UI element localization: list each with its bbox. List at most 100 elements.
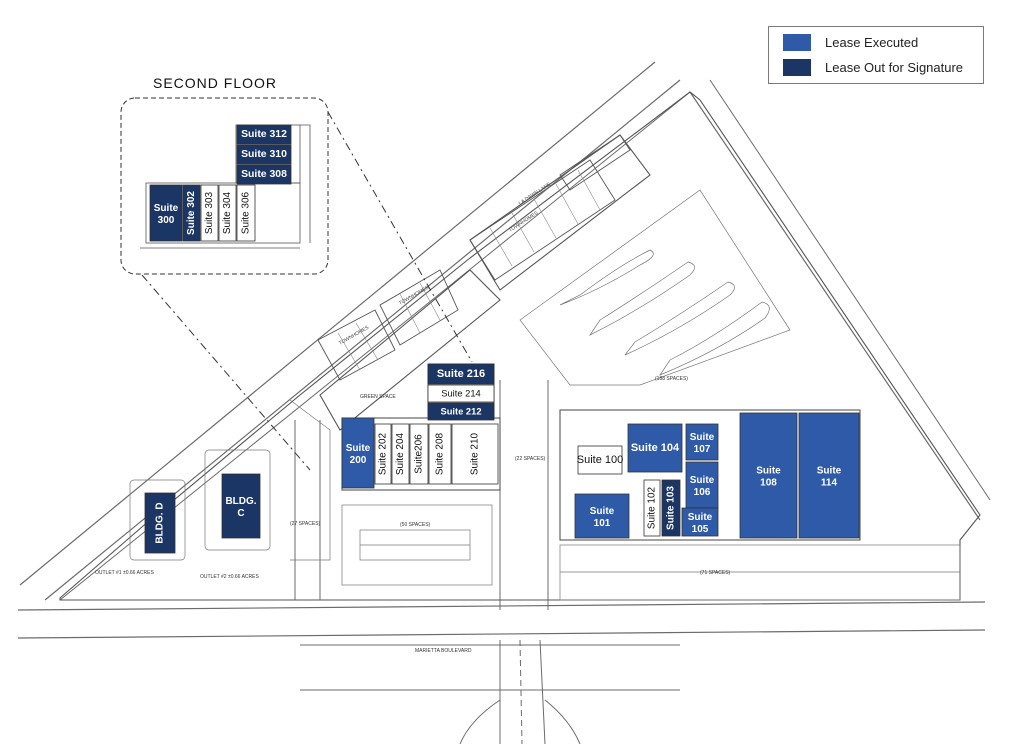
- suite-label: Suite 302: [186, 191, 197, 235]
- suite-shape[interactable]: [681, 507, 719, 537]
- suite-label: Suite 100: [577, 454, 623, 466]
- suite-label: Suite: [688, 512, 713, 523]
- suite-shape[interactable]: [451, 423, 499, 485]
- suite-label: 200: [350, 455, 367, 466]
- suite-label: Suite 202: [378, 432, 389, 475]
- suite-label: C: [237, 508, 244, 519]
- suite-202[interactable]: Suite 202: [374, 423, 392, 485]
- suite-shape[interactable]: [144, 492, 176, 554]
- suite-label: Suite: [690, 432, 715, 443]
- townhomes-label-1: TOWNHOMES: [338, 324, 371, 346]
- suite-210[interactable]: Suite 210: [451, 423, 499, 485]
- suite-308[interactable]: Suite 308: [236, 164, 292, 185]
- suite-label: Suite 216: [437, 368, 485, 380]
- suite-shape[interactable]: [685, 461, 719, 509]
- suite-shape[interactable]: [182, 184, 201, 242]
- suite-label: Suite 304: [222, 191, 233, 234]
- suite-shape[interactable]: [409, 423, 429, 485]
- parking-south-right: [559, 544, 961, 601]
- suite-206[interactable]: Suite206: [409, 423, 429, 485]
- suite-204[interactable]: Suite 204: [391, 423, 410, 485]
- suite-216[interactable]: Suite 216: [427, 363, 495, 385]
- legend-row-executed: Lease Executed: [783, 34, 918, 51]
- suite-shape[interactable]: [427, 384, 495, 403]
- suite-bldgD[interactable]: BLDG. D: [144, 492, 176, 554]
- legend-row-out-for-signature: Lease Out for Signature: [783, 59, 963, 76]
- suite-shape[interactable]: [661, 479, 681, 537]
- suite-208[interactable]: Suite 208: [428, 423, 452, 485]
- suite-label: 106: [694, 487, 711, 498]
- suite-306[interactable]: Suite 306: [236, 184, 256, 242]
- suite-302[interactable]: Suite 302: [182, 184, 201, 242]
- suite-214[interactable]: Suite 214: [427, 384, 495, 403]
- suite-104[interactable]: Suite 104: [627, 423, 683, 473]
- suite-label: 108: [760, 478, 777, 489]
- parking-south-center: [341, 504, 493, 586]
- suite-label: Suite 214: [441, 389, 480, 399]
- second-floor-title: SECOND FLOOR: [153, 75, 278, 91]
- suite-103[interactable]: Suite 103: [661, 479, 681, 537]
- suite-304[interactable]: Suite 304: [218, 184, 237, 242]
- suite-shape[interactable]: [427, 402, 495, 421]
- suite-label: Suite 204: [395, 432, 406, 475]
- suite-shape[interactable]: [577, 445, 623, 475]
- suite-label: Suite: [590, 506, 615, 517]
- green-space-label: GREEN SPACE: [360, 394, 396, 400]
- suite-shape[interactable]: [427, 363, 495, 385]
- la-dawn-label: LA DAWN LANE: [518, 181, 553, 206]
- parking-50-label: (50 SPACES): [400, 522, 431, 528]
- suite-label: Suite: [346, 443, 371, 454]
- suite-shape[interactable]: [685, 423, 719, 461]
- suite-bldgC[interactable]: BLDG.C: [221, 473, 261, 539]
- legend-swatch-executed: [783, 34, 811, 51]
- parking-north: [519, 189, 791, 386]
- suite-shape[interactable]: [391, 423, 410, 485]
- suite-shape[interactable]: [374, 423, 392, 485]
- suite-312[interactable]: Suite 312: [236, 124, 292, 145]
- legend: Lease Executed Lease Out for Signature: [768, 26, 984, 84]
- suite-shape[interactable]: [428, 423, 452, 485]
- suite-shape[interactable]: [236, 184, 256, 242]
- suite-shape[interactable]: [341, 417, 375, 489]
- marietta-label: MARIETTA BOULEVARD: [415, 648, 472, 654]
- suite-label: BLDG. D: [155, 502, 166, 543]
- suite-label: Suite 210: [470, 432, 481, 475]
- suite-shape[interactable]: [643, 479, 661, 537]
- suite-label: Suite 103: [666, 486, 677, 530]
- suite-shape[interactable]: [200, 184, 219, 242]
- suite-label: Suite: [756, 466, 781, 477]
- suite-label: Suite 104: [631, 442, 680, 454]
- suite-shape[interactable]: [798, 412, 860, 539]
- suite-shape[interactable]: [218, 184, 237, 242]
- suite-shape[interactable]: [574, 493, 630, 539]
- suite-shape[interactable]: [236, 124, 292, 145]
- suite-shape[interactable]: [149, 184, 183, 242]
- suite-shape[interactable]: [236, 144, 292, 165]
- suite-102[interactable]: Suite 102: [643, 479, 661, 537]
- suite-label: Suite 303: [204, 191, 215, 234]
- parking-27-label: (27 SPACES): [290, 521, 321, 527]
- suite-shape[interactable]: [627, 423, 683, 473]
- suite-303[interactable]: Suite 303: [200, 184, 219, 242]
- suite-shape[interactable]: [236, 164, 292, 185]
- suite-label: Suite206: [414, 434, 425, 474]
- suite-100[interactable]: Suite 100: [577, 445, 623, 475]
- suite-212[interactable]: Suite 212: [427, 402, 495, 421]
- suite-label: 107: [694, 444, 711, 455]
- suite-shape[interactable]: [221, 473, 261, 539]
- legend-swatch-out-for-signature: [783, 59, 811, 76]
- outlet1-label: OUTLET #1 ±0.66 ACRES: [95, 570, 154, 576]
- suite-label: 300: [158, 215, 175, 226]
- suite-310[interactable]: Suite 310: [236, 144, 292, 165]
- suite-shape[interactable]: [739, 412, 798, 539]
- legend-label-out-for-signature: Lease Out for Signature: [825, 60, 964, 75]
